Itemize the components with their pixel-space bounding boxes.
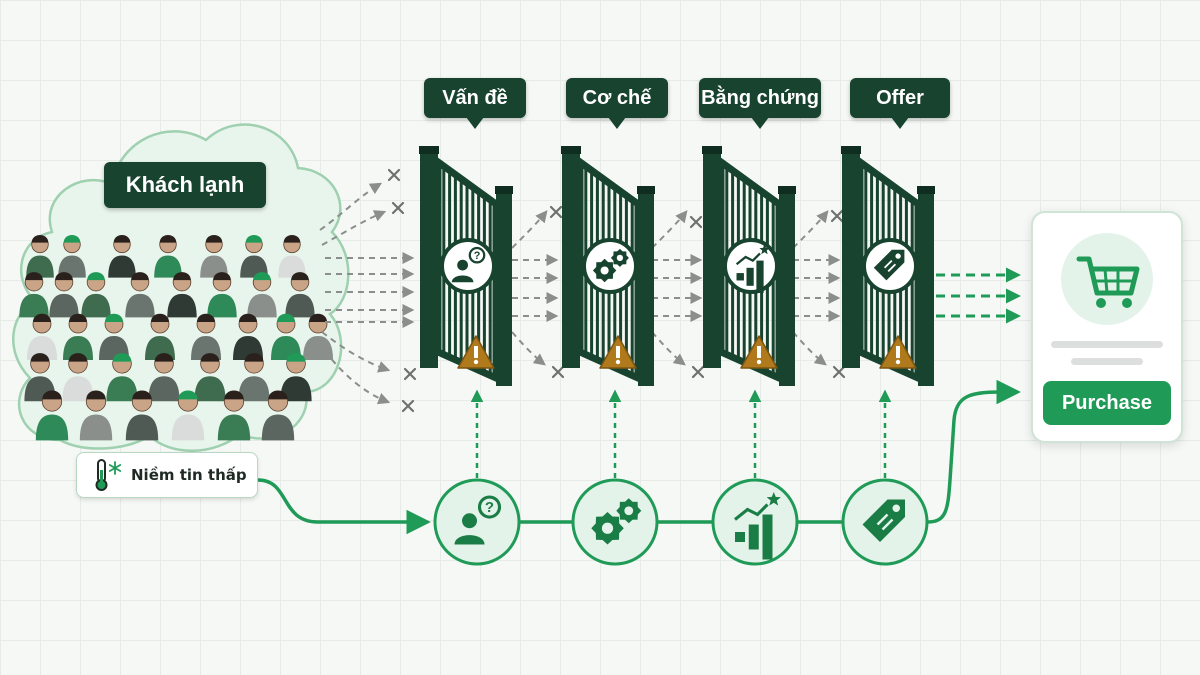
crowd-person: [106, 353, 138, 402]
crowd-person: [26, 235, 54, 278]
blocked-x-mark: [830, 209, 844, 223]
blocked-x-mark: [689, 215, 703, 229]
crowd-person: [194, 353, 226, 402]
crowd-person: [238, 353, 270, 402]
crowd-person: [58, 235, 86, 278]
blocked-arrows: [317, 168, 846, 413]
gate-tab-van-de: Vấn đề: [424, 78, 526, 129]
warning-triangle-icon: [879, 335, 917, 369]
crowd-person: [278, 235, 306, 278]
blocked-x-mark: [551, 365, 565, 379]
converted-arrows: [936, 267, 1021, 324]
crowd-person: [148, 353, 180, 402]
crowd-person: [49, 272, 79, 318]
crowd-person: [35, 390, 69, 441]
growth-chart-star-icon: [735, 244, 770, 293]
gate-tab-co-che: Cơ chế: [566, 78, 668, 129]
crowd-person: [171, 390, 205, 441]
crowd-person: [247, 272, 277, 318]
crowd-person: [261, 390, 295, 441]
crowd-person: [154, 235, 182, 278]
warning-triangle-icon: [457, 335, 495, 369]
gate: [841, 146, 935, 386]
thermometer-snowflake-icon: [95, 459, 122, 491]
blocked-x-mark: [401, 399, 415, 413]
crowd-label: Khách lạnh: [104, 162, 266, 208]
cart-badge: [1061, 233, 1153, 325]
shopping-cart-icon: [1076, 256, 1140, 308]
gate-tab-label: Vấn đề: [442, 86, 508, 109]
blocked-x-mark: [403, 367, 417, 381]
crowd-person: [280, 353, 312, 402]
gears-icon: [592, 248, 629, 283]
card-placeholder-line: [1071, 358, 1143, 365]
price-tag-icon: [862, 499, 905, 542]
solution-path: [257, 379, 1021, 535]
gears-icon: [591, 498, 642, 545]
crowd-person: [200, 235, 228, 278]
blocked-x-mark: [387, 168, 401, 182]
crowd-person: [167, 272, 197, 318]
support-arrows: [470, 389, 892, 478]
warning-triangle-icon: [599, 335, 637, 369]
solution-nodes: ?: [433, 478, 929, 566]
gate: [561, 146, 655, 386]
gate-tab-label: Cơ chế: [582, 86, 652, 109]
card-placeholder-line: [1051, 341, 1163, 348]
purchase-button[interactable]: Purchase: [1043, 381, 1171, 425]
low-trust-label: Niềm tin thấp: [131, 466, 247, 484]
person-question-icon: ?: [454, 495, 502, 545]
crowd-person: [27, 313, 57, 360]
person-question-icon: ?: [451, 246, 486, 283]
svg-text:?: ?: [485, 499, 494, 516]
growth-chart-star-icon: [734, 492, 781, 560]
gate-tab-bang-chung: Bằng chứng: [699, 78, 821, 129]
crowd-person: [62, 353, 94, 402]
solution-node: [841, 478, 929, 566]
crowd-person: [19, 272, 49, 318]
gate: ?: [419, 146, 513, 386]
crowd-person: [125, 272, 155, 318]
warning-triangle-icon: [740, 335, 778, 369]
price-tag-icon: [873, 249, 905, 281]
svg-text:?: ?: [474, 250, 481, 262]
crowd-person: [81, 272, 111, 318]
solution-node: [711, 478, 799, 566]
solution-node: [571, 478, 659, 566]
gate-tab-label: Offer: [876, 86, 924, 109]
crowd-label-text: Khách lạnh: [125, 172, 245, 197]
crowd-person: [240, 235, 268, 278]
purchase-card: Purchase: [1031, 211, 1183, 443]
crowd-people: [19, 235, 333, 441]
gate-tab-offer: Offer: [850, 78, 950, 129]
blocked-x-mark: [832, 365, 846, 379]
blocked-x-mark: [391, 201, 405, 215]
crowd-person: [285, 272, 315, 318]
gates: ?: [419, 146, 935, 386]
gate-tab-label: Bằng chứng: [701, 86, 819, 109]
solution-node: ?: [433, 478, 521, 566]
low-trust-badge: Niềm tin thấp: [76, 452, 258, 498]
gate: [702, 146, 796, 386]
crowd-person: [217, 390, 251, 441]
crowd-person: [63, 313, 93, 360]
crowd-person: [303, 313, 333, 360]
crowd-person: [207, 272, 237, 318]
crowd-person: [125, 390, 159, 441]
crowd-person: [24, 353, 56, 402]
blocked-x-mark: [691, 365, 705, 379]
crowd-person: [108, 235, 136, 278]
crowd-person: [79, 390, 113, 441]
blocked-x-mark: [549, 205, 563, 219]
